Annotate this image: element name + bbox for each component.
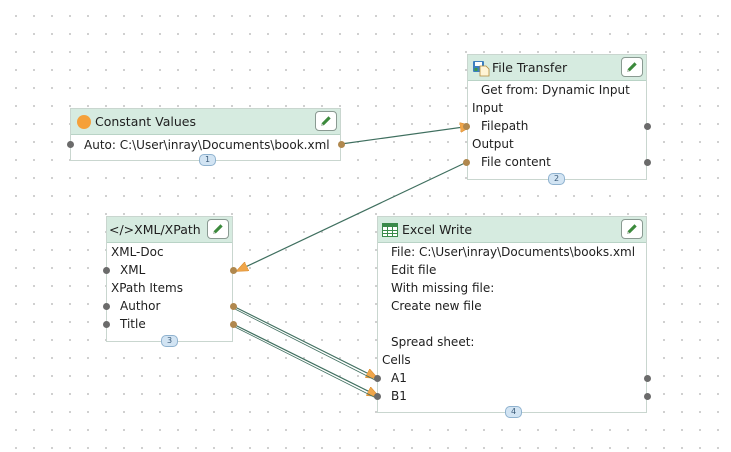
constant-values-node[interactable]: Constant Values Auto: C:\User\inray\Docu… (70, 108, 341, 166)
xml-input-port[interactable] (103, 267, 110, 274)
author-input-port[interactable] (103, 303, 110, 310)
xml-row[interactable]: XML (120, 263, 146, 277)
constant-input-port[interactable] (67, 141, 74, 148)
filepath-input-port[interactable] (463, 123, 470, 130)
edit-file-row[interactable]: Edit file (391, 263, 437, 277)
a1-input-port[interactable] (374, 375, 381, 382)
input-section-label: Input (472, 101, 504, 115)
node-number-badge: 4 (505, 406, 523, 418)
pencil-icon (321, 116, 331, 126)
node-header[interactable]: Constant Values (71, 109, 340, 135)
xml-doc-section-label: XML-Doc (111, 245, 164, 259)
node-header[interactable]: Excel Write (378, 217, 646, 243)
a1-output-port[interactable] (644, 375, 651, 382)
b1-row[interactable]: B1 (391, 389, 407, 403)
get-from-row[interactable]: Get from: Dynamic Input (481, 83, 630, 97)
filepath-row[interactable]: Filepath (481, 119, 529, 133)
wire-title-to-b1-shadow (232, 325, 377, 399)
xml-output-port[interactable] (230, 267, 237, 274)
author-row[interactable]: Author (120, 299, 161, 313)
file-path-row[interactable]: File: C:\User\inray\Documents\books.xml (391, 245, 636, 259)
file-transfer-node[interactable]: File Transfer Get from: Dynamic Input In… (467, 54, 647, 185)
edit-button[interactable] (621, 57, 643, 77)
edit-button[interactable] (315, 111, 337, 131)
xml-xpath-node[interactable]: </>XML/XPath XML-Doc XML XPath Items Aut… (106, 216, 233, 347)
author-output-port[interactable] (230, 303, 237, 310)
constant-output-port[interactable] (338, 141, 345, 148)
pencil-icon (627, 62, 637, 72)
excel-write-node[interactable]: Excel Write File: C:\User\inray\Document… (377, 216, 647, 418)
pencil-icon (213, 224, 223, 234)
wire-author-to-a1-shadow (232, 307, 376, 381)
file-content-row[interactable]: File content (481, 155, 551, 169)
output-section-label: Output (472, 137, 514, 151)
node-number-badge: 1 (199, 154, 217, 166)
node-header[interactable]: </>XML/XPath (107, 217, 232, 243)
node-title: File Transfer (492, 60, 568, 75)
title-row[interactable]: Title (120, 317, 146, 331)
create-new-file-row[interactable]: Create new file (391, 299, 482, 313)
missing-file-row[interactable]: With missing file: (391, 281, 495, 295)
node-title: Constant Values (95, 114, 197, 129)
node-title: Excel Write (402, 222, 473, 237)
wire-constant-to-filepath[interactable] (340, 126, 471, 145)
pencil-icon (627, 224, 637, 234)
node-header[interactable]: File Transfer (468, 55, 646, 81)
wire-author-to-a1[interactable] (232, 305, 377, 378)
spreadsheet-icon (382, 222, 398, 237)
node-title: </>XML/XPath (109, 222, 201, 237)
xpath-items-section-label: XPath Items (111, 281, 183, 295)
file-transfer-icon (473, 60, 490, 76)
edit-button[interactable] (621, 219, 643, 239)
a1-row[interactable]: A1 (391, 371, 407, 385)
edit-button[interactable] (207, 219, 229, 239)
node-number-badge: 2 (548, 173, 566, 185)
constant-value-row[interactable]: Auto: C:\User\inray\Documents\book.xml (84, 136, 330, 154)
spread-sheet-row[interactable]: Spread sheet: (391, 335, 475, 349)
file-content-input-port[interactable] (463, 159, 470, 166)
node-number-badge: 3 (161, 335, 179, 347)
wire-title-to-b1[interactable] (232, 323, 378, 396)
b1-output-port[interactable] (644, 393, 651, 400)
b1-input-port[interactable] (374, 393, 381, 400)
filepath-output-port[interactable] (644, 123, 651, 130)
file-content-output-port[interactable] (644, 159, 651, 166)
constant-value: Auto: C:\User\inray\Documents\book.xml (84, 138, 330, 152)
title-output-port[interactable] (230, 321, 237, 328)
title-input-port[interactable] (103, 321, 110, 328)
cells-section-label: Cells (382, 353, 411, 367)
constant-circle-icon (77, 114, 91, 129)
